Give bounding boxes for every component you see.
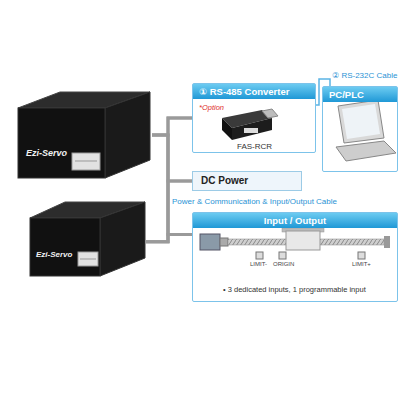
motor-side xyxy=(100,202,145,276)
connector-strip-line xyxy=(75,161,97,162)
power-io-cable xyxy=(152,135,192,235)
connector-strip xyxy=(72,153,100,170)
motor-top xyxy=(18,92,150,108)
signal-name: LIMIT+ xyxy=(352,261,371,267)
power-box: DC Power xyxy=(192,171,302,191)
pc-box: PC/PLC xyxy=(322,86,398,172)
option-note: *Option xyxy=(199,103,224,112)
connector-strip-line xyxy=(80,259,96,260)
converter-box: ① RS-485 Converter *OptionFAS-RCR xyxy=(192,83,316,153)
servo-motor-drawing xyxy=(18,92,150,178)
cable-label: ② RS-232C Cable xyxy=(332,71,397,80)
box-header: Input / Output xyxy=(193,213,397,228)
power-io-cable xyxy=(152,118,192,135)
motor-top xyxy=(30,202,145,218)
servo-motor: Ezi-Servo xyxy=(18,92,152,178)
connector-strip xyxy=(78,252,98,266)
signal-name: LIMIT- xyxy=(250,261,267,267)
servo-motor: Ezi-Servo xyxy=(30,200,146,276)
io-note: • 3 dedicated inputs, 1 programmable inp… xyxy=(223,285,366,294)
box-header: ① RS-485 Converter xyxy=(193,84,315,99)
power-io-cable xyxy=(146,118,192,242)
product-logo: Ezi-Servo xyxy=(36,250,72,259)
box-title: DC Power xyxy=(193,172,301,190)
power-io-cable xyxy=(146,181,192,242)
cable-label: Power & Communication & Input/Output Cab… xyxy=(172,197,337,206)
motor-side xyxy=(105,92,150,178)
power-io-cable xyxy=(152,135,192,181)
box-header: PC/PLC xyxy=(323,87,397,102)
motor-front xyxy=(18,108,105,178)
servo-motor-drawing xyxy=(30,202,145,276)
motor-front xyxy=(30,218,100,276)
signal-name: ORIGIN xyxy=(273,261,294,267)
power-io-cable xyxy=(146,235,192,242)
product-logo: Ezi-Servo xyxy=(26,148,67,158)
io-box: Input / Output • 3 dedicated inputs, 1 pr… xyxy=(192,212,398,302)
part-name: FAS-RCR xyxy=(237,142,272,151)
